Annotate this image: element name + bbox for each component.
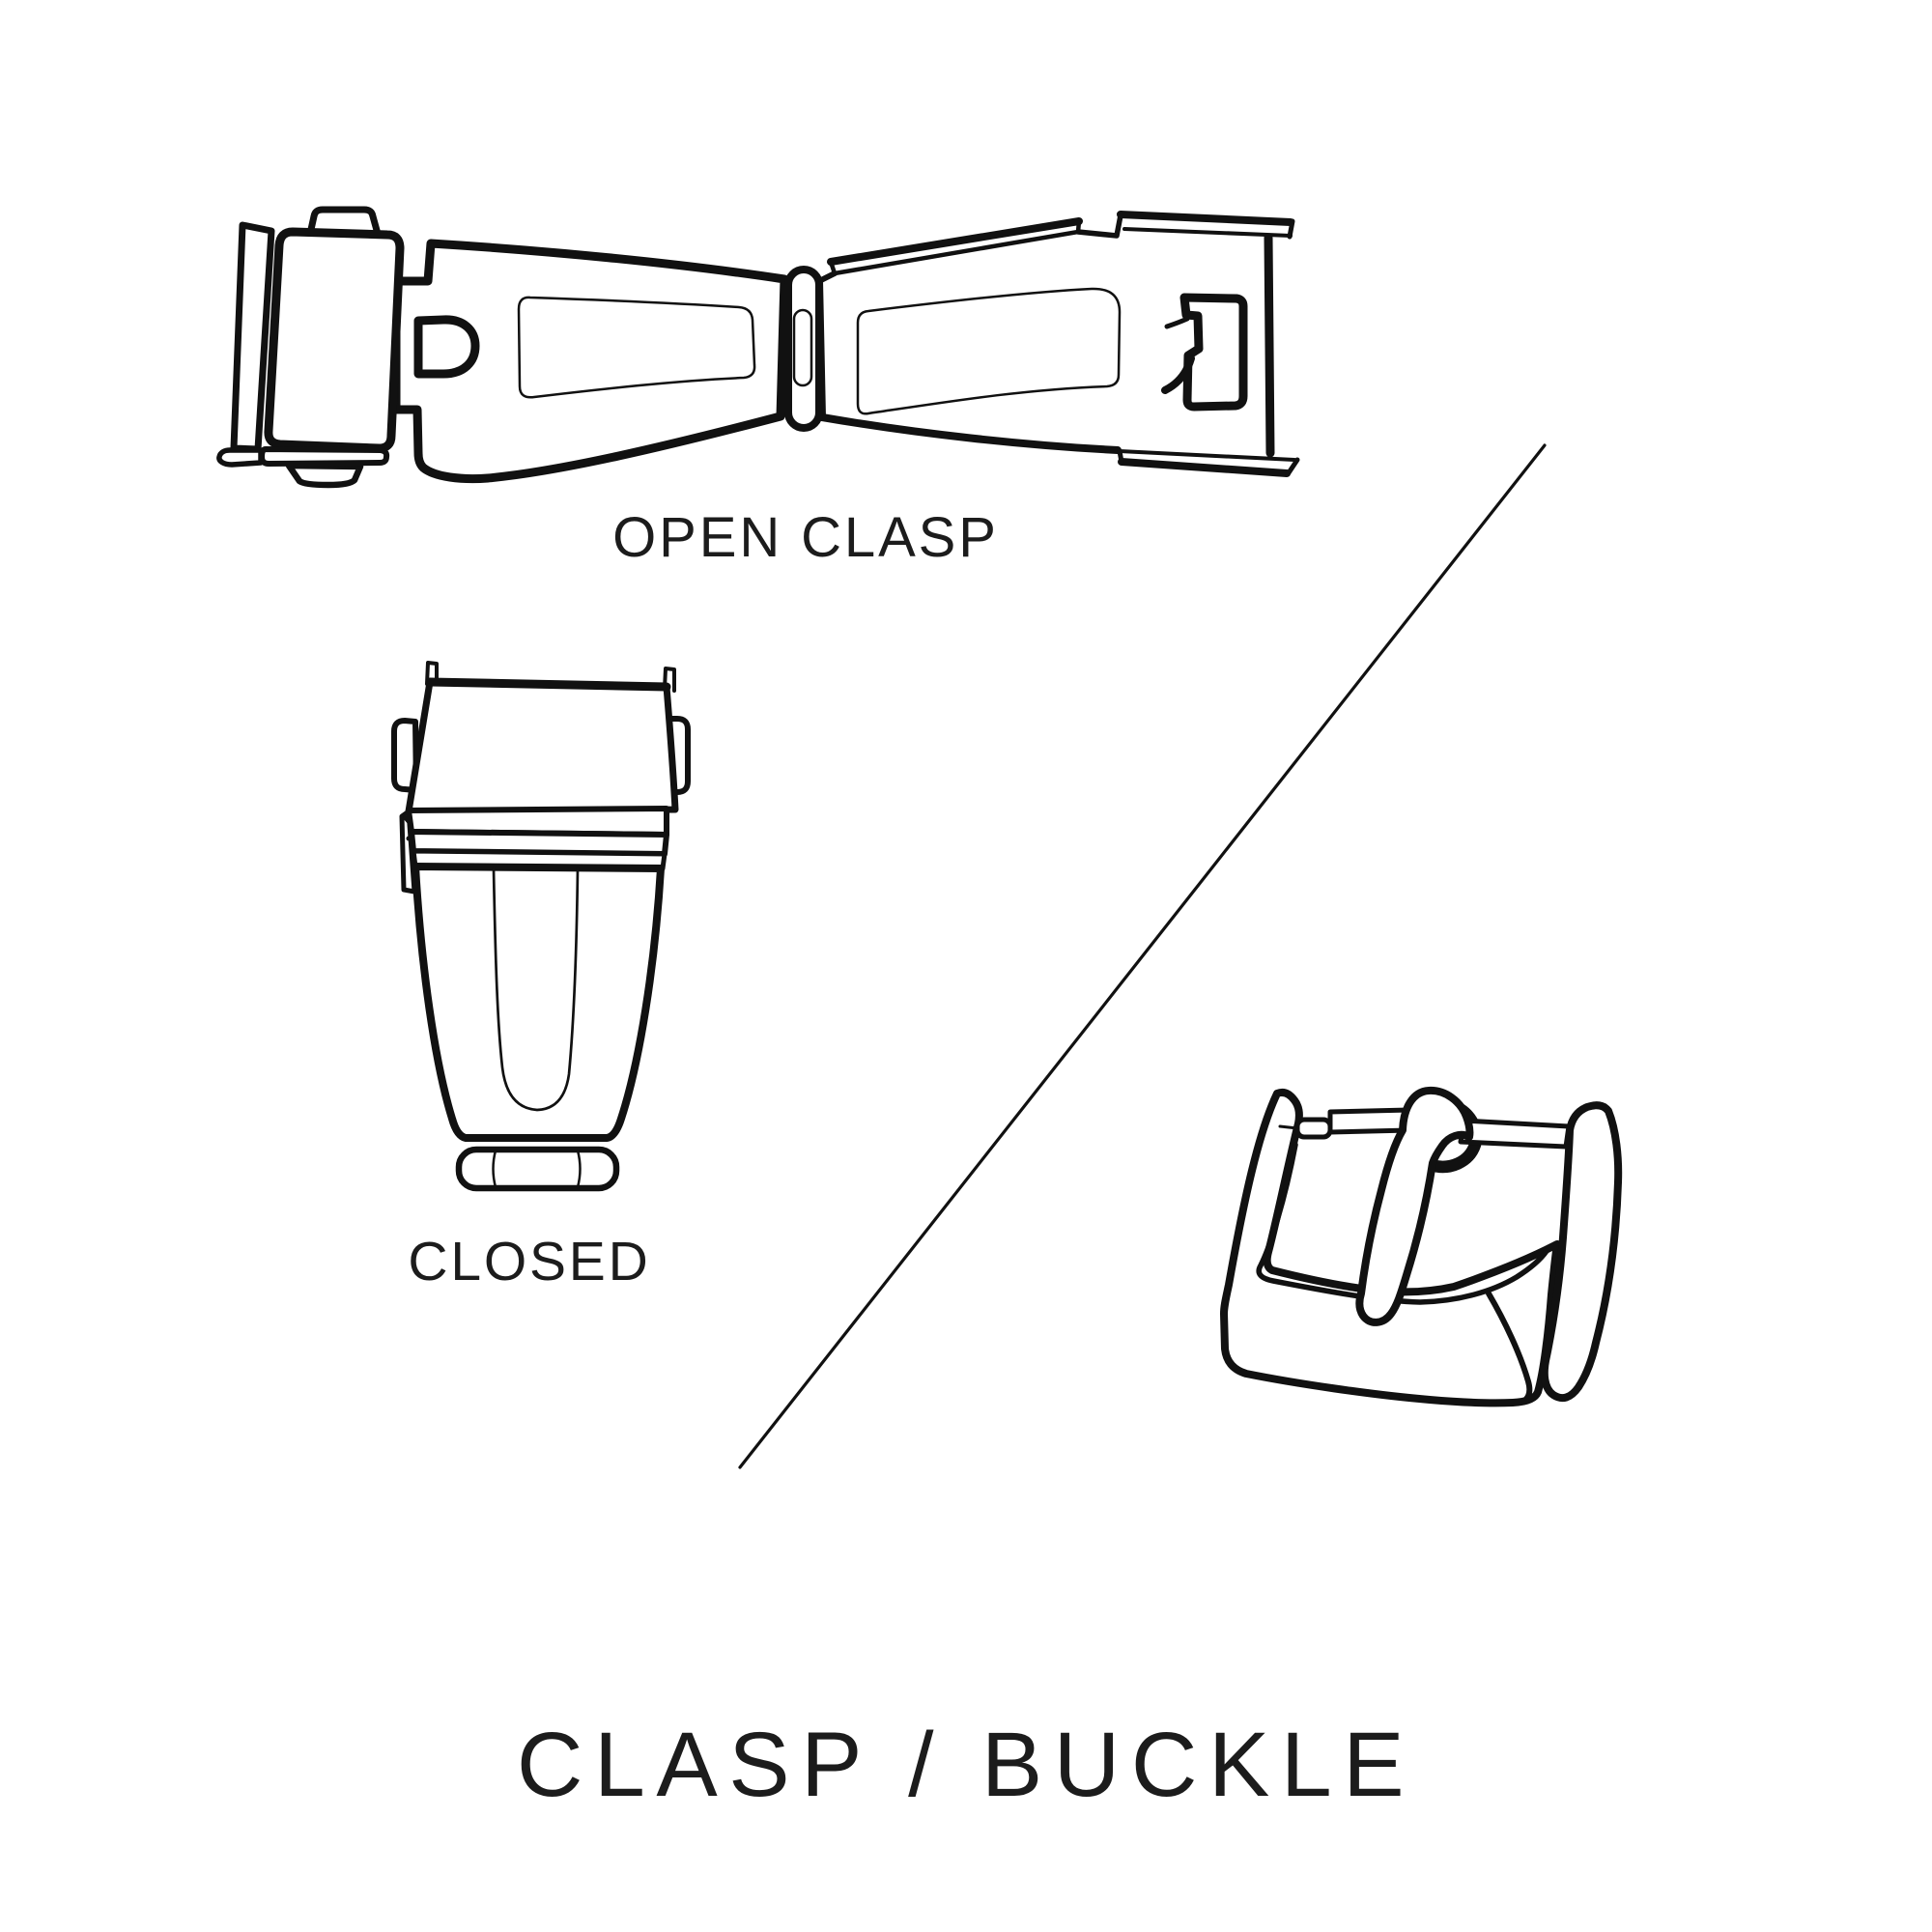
svg-text:CLASP / BUCKLE: CLASP / BUCKLE (517, 1714, 1415, 1816)
svg-text:OPEN CLASP: OPEN CLASP (612, 506, 999, 569)
svg-text:CLOSED: CLOSED (408, 1231, 650, 1293)
